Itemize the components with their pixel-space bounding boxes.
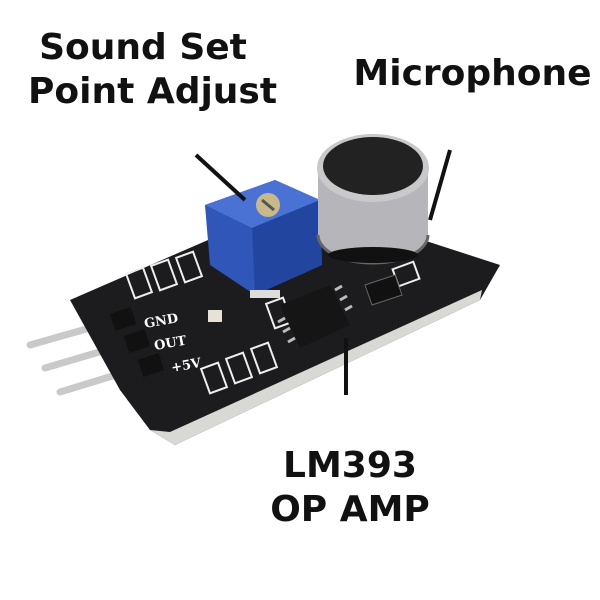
header-housing [109,307,165,377]
opamp-label: LM393 OP AMP [270,444,430,532]
pin-label-gnd: GND [143,311,179,332]
opamp-label-line1: LM393 [283,445,417,486]
microphone-capsule [316,134,430,265]
setpoint-label-line2: Point Adjust [28,71,278,112]
led [208,310,222,322]
lm393-chip [277,284,353,348]
potentiometer [205,180,322,298]
callout-lines [194,149,452,395]
setpoint-label-line1: Sound Set [39,27,247,68]
microphone-label: Microphone [353,53,592,94]
pin-label-vcc: +5V [170,356,203,376]
setpoint-label: Sound Set Point Adjust [28,26,278,114]
silkscreen-pads [124,250,421,395]
opamp-label-line2: OP AMP [270,489,430,530]
pcb-edge [150,290,482,445]
pin-label-out: OUT [153,333,188,353]
